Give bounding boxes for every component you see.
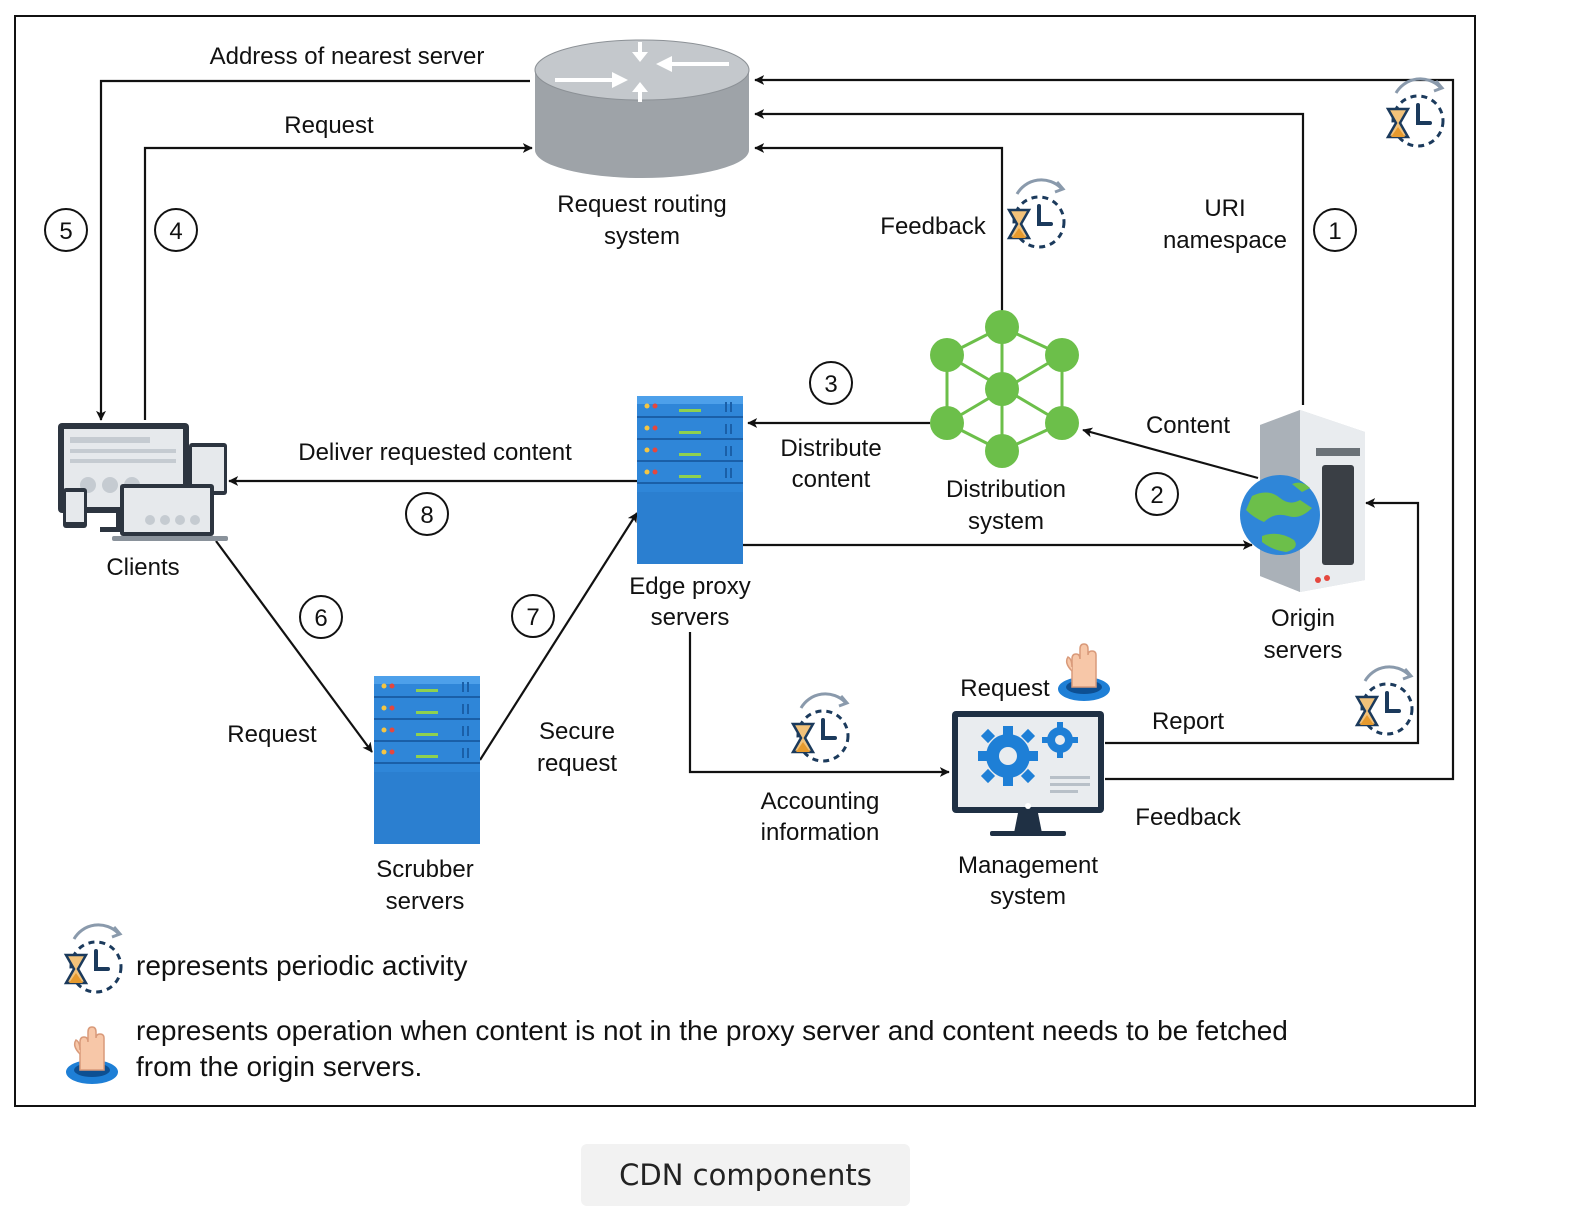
svg-text:6: 6	[314, 605, 327, 632]
arrow-clients-request	[143, 143, 533, 420]
periodic-clock-icon	[791, 691, 850, 763]
arrow-secure-request	[479, 512, 638, 761]
distribution-label-line1: Distribution	[946, 476, 1066, 503]
router-icon	[534, 39, 750, 178]
periodic-clock-icon	[64, 922, 123, 994]
origin-label-line1: Origin	[1271, 605, 1335, 632]
scrubber-label-line2: servers	[386, 888, 465, 915]
edge-label-address: Address of nearest server	[210, 43, 485, 70]
scrubber-server-icon	[374, 676, 480, 844]
arrow-content	[1082, 427, 1259, 480]
svg-text:5: 5	[59, 218, 72, 245]
diagram-frame	[14, 15, 1476, 1107]
arrow-report	[1105, 498, 1420, 745]
network-graph-icon	[930, 310, 1079, 468]
edge-label-deliver: Deliver requested content	[298, 439, 572, 466]
distribution-label-line2: system	[968, 508, 1044, 535]
arrow-management-feedback	[754, 75, 1455, 781]
periodic-clock-icon	[1386, 76, 1445, 148]
edge-label-report: Report	[1152, 708, 1224, 735]
step-4: 4	[154, 208, 198, 252]
svg-text:7: 7	[526, 604, 539, 631]
svg-text:4: 4	[169, 218, 182, 245]
edge-label-accounting-line1: Accounting	[761, 788, 880, 815]
step-markers: 1 2 3 4 5 6 7 8	[44, 208, 1357, 639]
raised-hand-icon	[65, 1026, 119, 1085]
edge-label-distribute-line1: Distribute	[780, 435, 881, 462]
raised-hand-icon	[1057, 643, 1111, 702]
management-label-line2: system	[990, 883, 1066, 910]
origin-server-globe-icon	[1240, 410, 1365, 592]
monitor-gears-icon	[952, 711, 1104, 836]
scrubber-label-line1: Scrubber	[376, 856, 473, 883]
periodic-clock-icon	[1007, 177, 1066, 249]
router-label-line2: system	[604, 223, 680, 250]
origin-label-line2: servers	[1264, 637, 1343, 664]
edge-label-content: Content	[1146, 412, 1230, 439]
edge-label-distribute-line2: content	[792, 466, 871, 493]
edge-label-secure-line1: Secure	[539, 718, 615, 745]
router-label-line1: Request routing	[557, 191, 726, 218]
step-6: 6	[299, 595, 343, 639]
edge-proxy-label-line2: servers	[651, 604, 730, 631]
arrow-accounting	[688, 632, 950, 777]
figure-caption: CDN components	[581, 1144, 910, 1206]
edge-label-feedback-management: Feedback	[1135, 804, 1241, 831]
step-5: 5	[44, 208, 88, 252]
edge-label-request-management: Request	[960, 675, 1050, 702]
svg-text:1: 1	[1328, 218, 1341, 245]
step-3: 3	[809, 361, 853, 405]
edge-proxy-server-icon	[637, 396, 743, 564]
edge-label-uri-line1: URI	[1204, 195, 1245, 222]
periodic-clock-icon	[1355, 664, 1414, 736]
step-8: 8	[405, 492, 449, 536]
step-2: 2	[1135, 472, 1179, 516]
legend-on-demand-line2: from the origin servers.	[136, 1051, 422, 1082]
legend-on-demand-line1: represents operation when content is not…	[136, 1015, 1288, 1046]
clients-label: Clients	[106, 554, 179, 581]
management-label-line1: Management	[958, 852, 1098, 879]
arrow-uri-namespace	[754, 109, 1305, 405]
svg-text:2: 2	[1150, 482, 1163, 509]
edge-label-accounting-line2: information	[761, 819, 880, 846]
svg-text:3: 3	[824, 371, 837, 398]
edge-label-request-scrubber: Request	[227, 721, 317, 748]
edge-label-uri-line2: namespace	[1163, 227, 1287, 254]
edge-proxy-label-line1: Edge proxy	[629, 573, 750, 600]
arrow-request-scrubber	[215, 540, 373, 753]
svg-text:8: 8	[420, 502, 433, 529]
legend-periodic: represents periodic activity	[136, 950, 467, 981]
clients-devices-icon	[58, 423, 228, 541]
arrow-distribution-feedback	[754, 143, 1004, 312]
step-7: 7	[511, 594, 555, 638]
arrow-address-to-clients	[96, 79, 530, 421]
edge-label-request-top: Request	[284, 112, 374, 139]
edge-label-feedback-distribution: Feedback	[880, 213, 986, 240]
edge-label-secure-line2: request	[537, 750, 617, 777]
arrows	[96, 75, 1455, 781]
step-1: 1	[1313, 208, 1357, 252]
